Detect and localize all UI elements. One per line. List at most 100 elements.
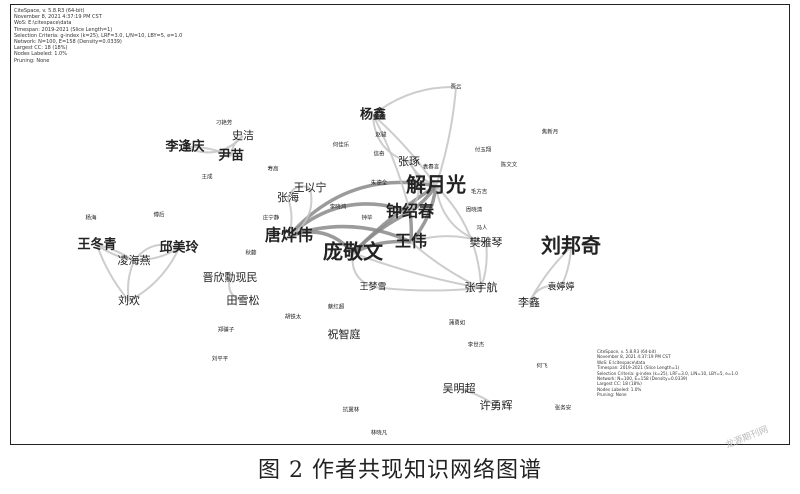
author-node-label: 何飞: [536, 362, 548, 370]
info-line: Largest CC: 18 (18%): [14, 45, 68, 52]
author-node-label: 周晓清: [466, 206, 483, 214]
info-line: Timespan: 2019-2021 (Slice Length=1): [14, 26, 113, 33]
coauthor-edge: [372, 114, 437, 187]
author-node-label: 解月光: [406, 173, 466, 197]
info-line: Selection Criteria: g-index (k=25), LRF=…: [597, 370, 738, 376]
info-line: Largest CC: 18 (18%): [597, 381, 642, 387]
author-node-label: 凌海燕: [118, 253, 151, 267]
info-line: November 8, 2021 4:37:19 PM CST: [597, 354, 671, 360]
author-node-label: 王成: [201, 173, 213, 181]
coauthor-edge: [96, 244, 135, 262]
author-node-label: 袁婷婷: [547, 281, 574, 293]
coauthor-edge: [96, 244, 130, 302]
info-line: Timespan: 2019-2021 (Slice Length=1): [597, 365, 680, 371]
author-node-label: 邱美玲: [159, 240, 199, 256]
coauthor-edge: [96, 244, 180, 261]
info-line: WoS: E:\citespace\data: [597, 359, 646, 365]
coauthor-edge: [127, 260, 135, 302]
coauthor-edge: [528, 284, 562, 304]
info-line: Selection Criteria: g-index (k=25), LRF=…: [14, 32, 183, 39]
coauthor-edge: [128, 247, 180, 302]
network-frame: 解月光钟绍春庞敬文唐烨伟王伟刘邦奇杨鑫张琢王以宁张海樊雅琴张宇航王梦雪李逢庆史洁…: [10, 4, 790, 445]
coauthor-edge: [435, 86, 457, 187]
author-node-label: 王梦雪: [359, 282, 386, 293]
author-node-label: 陈文文: [501, 161, 518, 169]
coauthor-edge: [560, 246, 572, 288]
coauthor-edge: [287, 180, 437, 238]
author-node-label: 吴明超: [443, 381, 476, 395]
author-node-label: 晋欣勳现民: [203, 270, 258, 284]
author-node-label: 杨海: [85, 214, 97, 222]
figure-caption: 图 2 作者共现知识网络图谱: [258, 458, 542, 483]
author-node-label: 庞敬文: [323, 240, 384, 264]
author-node-label: 寿高: [267, 165, 279, 173]
author-node-label: 郑骥子: [218, 326, 235, 334]
author-node-label: 蒲勇如: [449, 319, 466, 327]
coauthor-edge: [351, 252, 374, 288]
coauthor-edge: [288, 187, 313, 237]
author-node-label: 李晓鸿: [330, 203, 347, 211]
author-node-label: 钟毕: [361, 214, 373, 222]
coauthor-edge: [133, 243, 180, 262]
author-node-label: 杨鑫: [360, 107, 386, 123]
coauthor-edge: [372, 85, 457, 116]
info-line: Network: N=100, E=158 (Density=0.0339): [597, 376, 688, 382]
info-line: Pruning: None: [14, 57, 50, 64]
coauthor-edge: [410, 235, 487, 244]
author-node-label: 赵骏: [375, 131, 387, 139]
author-node-label: 庄宁静: [263, 214, 280, 222]
author-node-label: 祝智庭: [328, 327, 361, 341]
coauthor-network: 解月光钟绍春庞敬文唐烨伟王伟刘邦奇杨鑫张琢王以宁张海樊雅琴张宇航王梦雪李逢庆史洁…: [77, 84, 601, 437]
coauthor-edge: [228, 277, 244, 302]
author-node-label: 抗翼林: [343, 406, 360, 414]
author-node-label: 张务安: [555, 404, 572, 412]
author-node-label: 焦新月: [542, 128, 559, 136]
author-node-label: 史洁: [232, 129, 254, 142]
author-node-label: 毛方吉: [471, 188, 488, 196]
coauthor-edge: [408, 211, 414, 243]
info-line: Nodes Labeled: 1.0%: [14, 51, 67, 58]
author-node-label: 付玉翔: [475, 146, 492, 154]
coauthor-edge: [372, 286, 482, 292]
author-node-label: 田雪松: [227, 293, 260, 307]
info-line: WoS: E:\citespace\data: [14, 20, 72, 27]
label-layer: 解月光钟绍春庞敬文唐烨伟王伟刘邦奇杨鑫张琢王以宁张海樊雅琴张宇航王梦雪李逢庆史洁…: [77, 84, 601, 437]
author-node-label: 刘邦奇: [541, 234, 601, 258]
coauthor-edge: [372, 114, 410, 163]
author-node-label: 钟绍春: [386, 202, 435, 221]
author-node-label: 李逢庆: [164, 139, 204, 155]
coauthor-edge: [288, 224, 412, 244]
author-node-label: 刘欢: [118, 293, 140, 307]
info-line: Network: N=100, E=158 (Density=0.0339): [14, 39, 122, 46]
author-node-label: 傅后: [153, 211, 165, 219]
author-node-label: 李鑫: [518, 295, 540, 309]
coauthor-edge: [230, 135, 244, 157]
author-node-label: 王冬青: [77, 237, 116, 253]
author-node-label: 张宇航: [465, 280, 498, 294]
info-line: Pruning: None: [597, 392, 627, 398]
coauthor-edge: [409, 185, 438, 244]
author-node-label: 朱德全: [371, 179, 388, 187]
author-node-label: 许勇辉: [480, 399, 513, 412]
author-node-label: 李世杰: [468, 341, 485, 349]
author-node-label: 信奇: [373, 150, 385, 158]
author-node-label: 樊雅琴: [470, 235, 503, 249]
author-node-label: 冯人: [476, 224, 488, 232]
coauthor-edge: [287, 197, 293, 237]
edge-layer: [96, 85, 572, 407]
coauthor-edge: [372, 114, 411, 213]
coauthor-edge: [408, 161, 420, 213]
author-node-label: 林晓凡: [371, 429, 388, 437]
author-node-label: 袁春言: [423, 163, 440, 171]
author-node-label: 何佳乐: [333, 141, 350, 149]
author-node-label: 秋藤: [245, 249, 257, 257]
coauthor-edge: [184, 145, 232, 157]
network-info-bottom-right: CiteSpace, v. 5.8.R3 (64-bit)November 8,…: [597, 349, 738, 398]
author-node-label: 胡铁太: [285, 313, 302, 321]
coauthor-edge: [287, 185, 311, 199]
coauthor-edge: [458, 388, 497, 407]
author-node-label: 张海: [277, 190, 299, 204]
author-node-label: 贾云: [450, 84, 462, 91]
coauthor-edge: [352, 252, 482, 289]
network-info-top-left: CiteSpace, v. 5.8.R3 (64-bit)November 8,…: [14, 8, 182, 64]
